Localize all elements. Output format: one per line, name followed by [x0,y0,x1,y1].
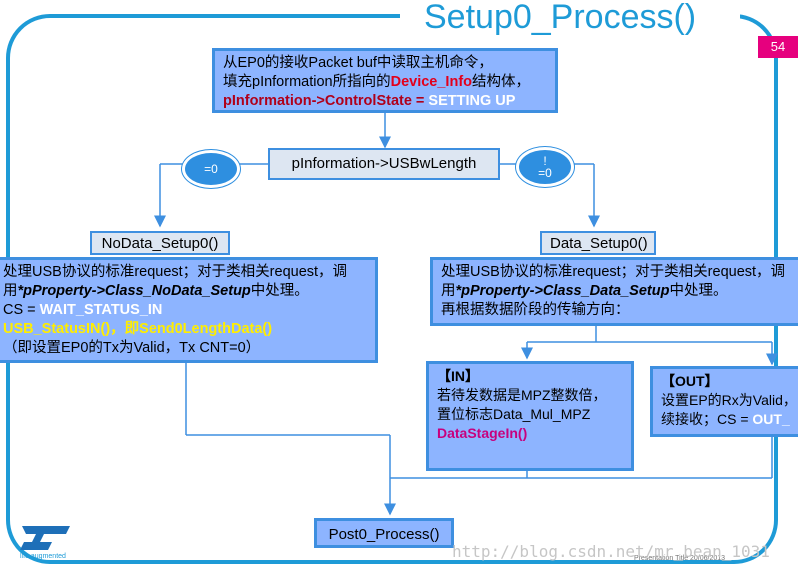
nodata-line-4: USB_StatusIN()，即Send0LengthData() [3,321,273,337]
nodata-setup0-label: NoData_Setup0() [90,231,230,255]
post0-process-box: Post0_Process() [314,518,454,548]
data-line-3: 再根据数据阶段的传输方向： [441,302,630,318]
in-stage-box: 【IN】 若待发数据是MPZ整数倍， 置位标志Data_Mul_MPZ Data… [426,361,634,471]
data-stage-in: DataStageIn() [437,425,528,441]
nodata-process-box: 处理USB协议的标准request；对于类相关request，调 用*pProp… [0,257,378,363]
nodata-line-2: 用*pProperty->Class_NoData_Setup中处理。 [3,283,309,299]
footer-text: Presentation Title 20/06/2013 [634,555,726,562]
nodata-line-3: CS = WAIT_STATUS_IN [3,302,163,318]
out-stage-box: 【OUT】 设置EP的Rx为Valid， 续接收；CS = OUT_ [650,366,798,437]
in-heading: 【IN】 [437,368,479,384]
in-line-1: 若待发数据是MPZ整数倍， [437,387,607,403]
nodata-line-5: （即设置EP0的Tx为Valid，Tx CNT=0） [3,340,261,356]
logo-caption: life.augmented [20,553,66,560]
out-heading: 【OUT】 [661,373,719,389]
data-line-1: 处理USB协议的标准request；对于类相关request，调 [441,264,786,280]
data-setup0-label: Data_Setup0() [540,231,656,255]
st-logo-icon [20,526,70,550]
decision-usbwlength: pInformation->USBwLength [268,148,500,180]
data-line-2: 用*pProperty->Class_Data_Setup中处理。 [441,283,728,299]
condition-zero: =0 [182,150,240,188]
read-command-box: 从EP0的接收Packet buf中读取主机命令， 填充pInformation… [212,48,558,113]
setting-up-state: SETTING UP [428,93,516,109]
page-number: 54 [758,36,798,58]
device-info-highlight: Device_Info [390,74,473,90]
in-line-2: 置位标志Data_Mul_MPZ [437,406,591,422]
data-process-box: 处理USB协议的标准request；对于类相关request，调 用*pProp… [430,257,798,326]
watermark-url: http://blog.csdn.net/mr_bean_1031 [452,542,770,561]
slide-title: Setup0_Process() [424,0,697,36]
top-box-line-3: pInformation->ControlState = SETTING UP [223,93,516,109]
condition-not-zero: ! =0 [516,147,574,187]
nodata-line-1: 处理USB协议的标准request；对于类相关request，调 [3,264,348,280]
top-box-line-1: 从EP0的接收Packet buf中读取主机命令， [223,55,493,71]
out-line-1: 设置EP的Rx为Valid， [661,392,797,408]
out-line-2: 续接收；CS = OUT_ [661,411,790,427]
title-background [400,0,740,40]
top-box-line-2: 填充pInformation所指向的Device_Info结构体， [223,74,531,90]
